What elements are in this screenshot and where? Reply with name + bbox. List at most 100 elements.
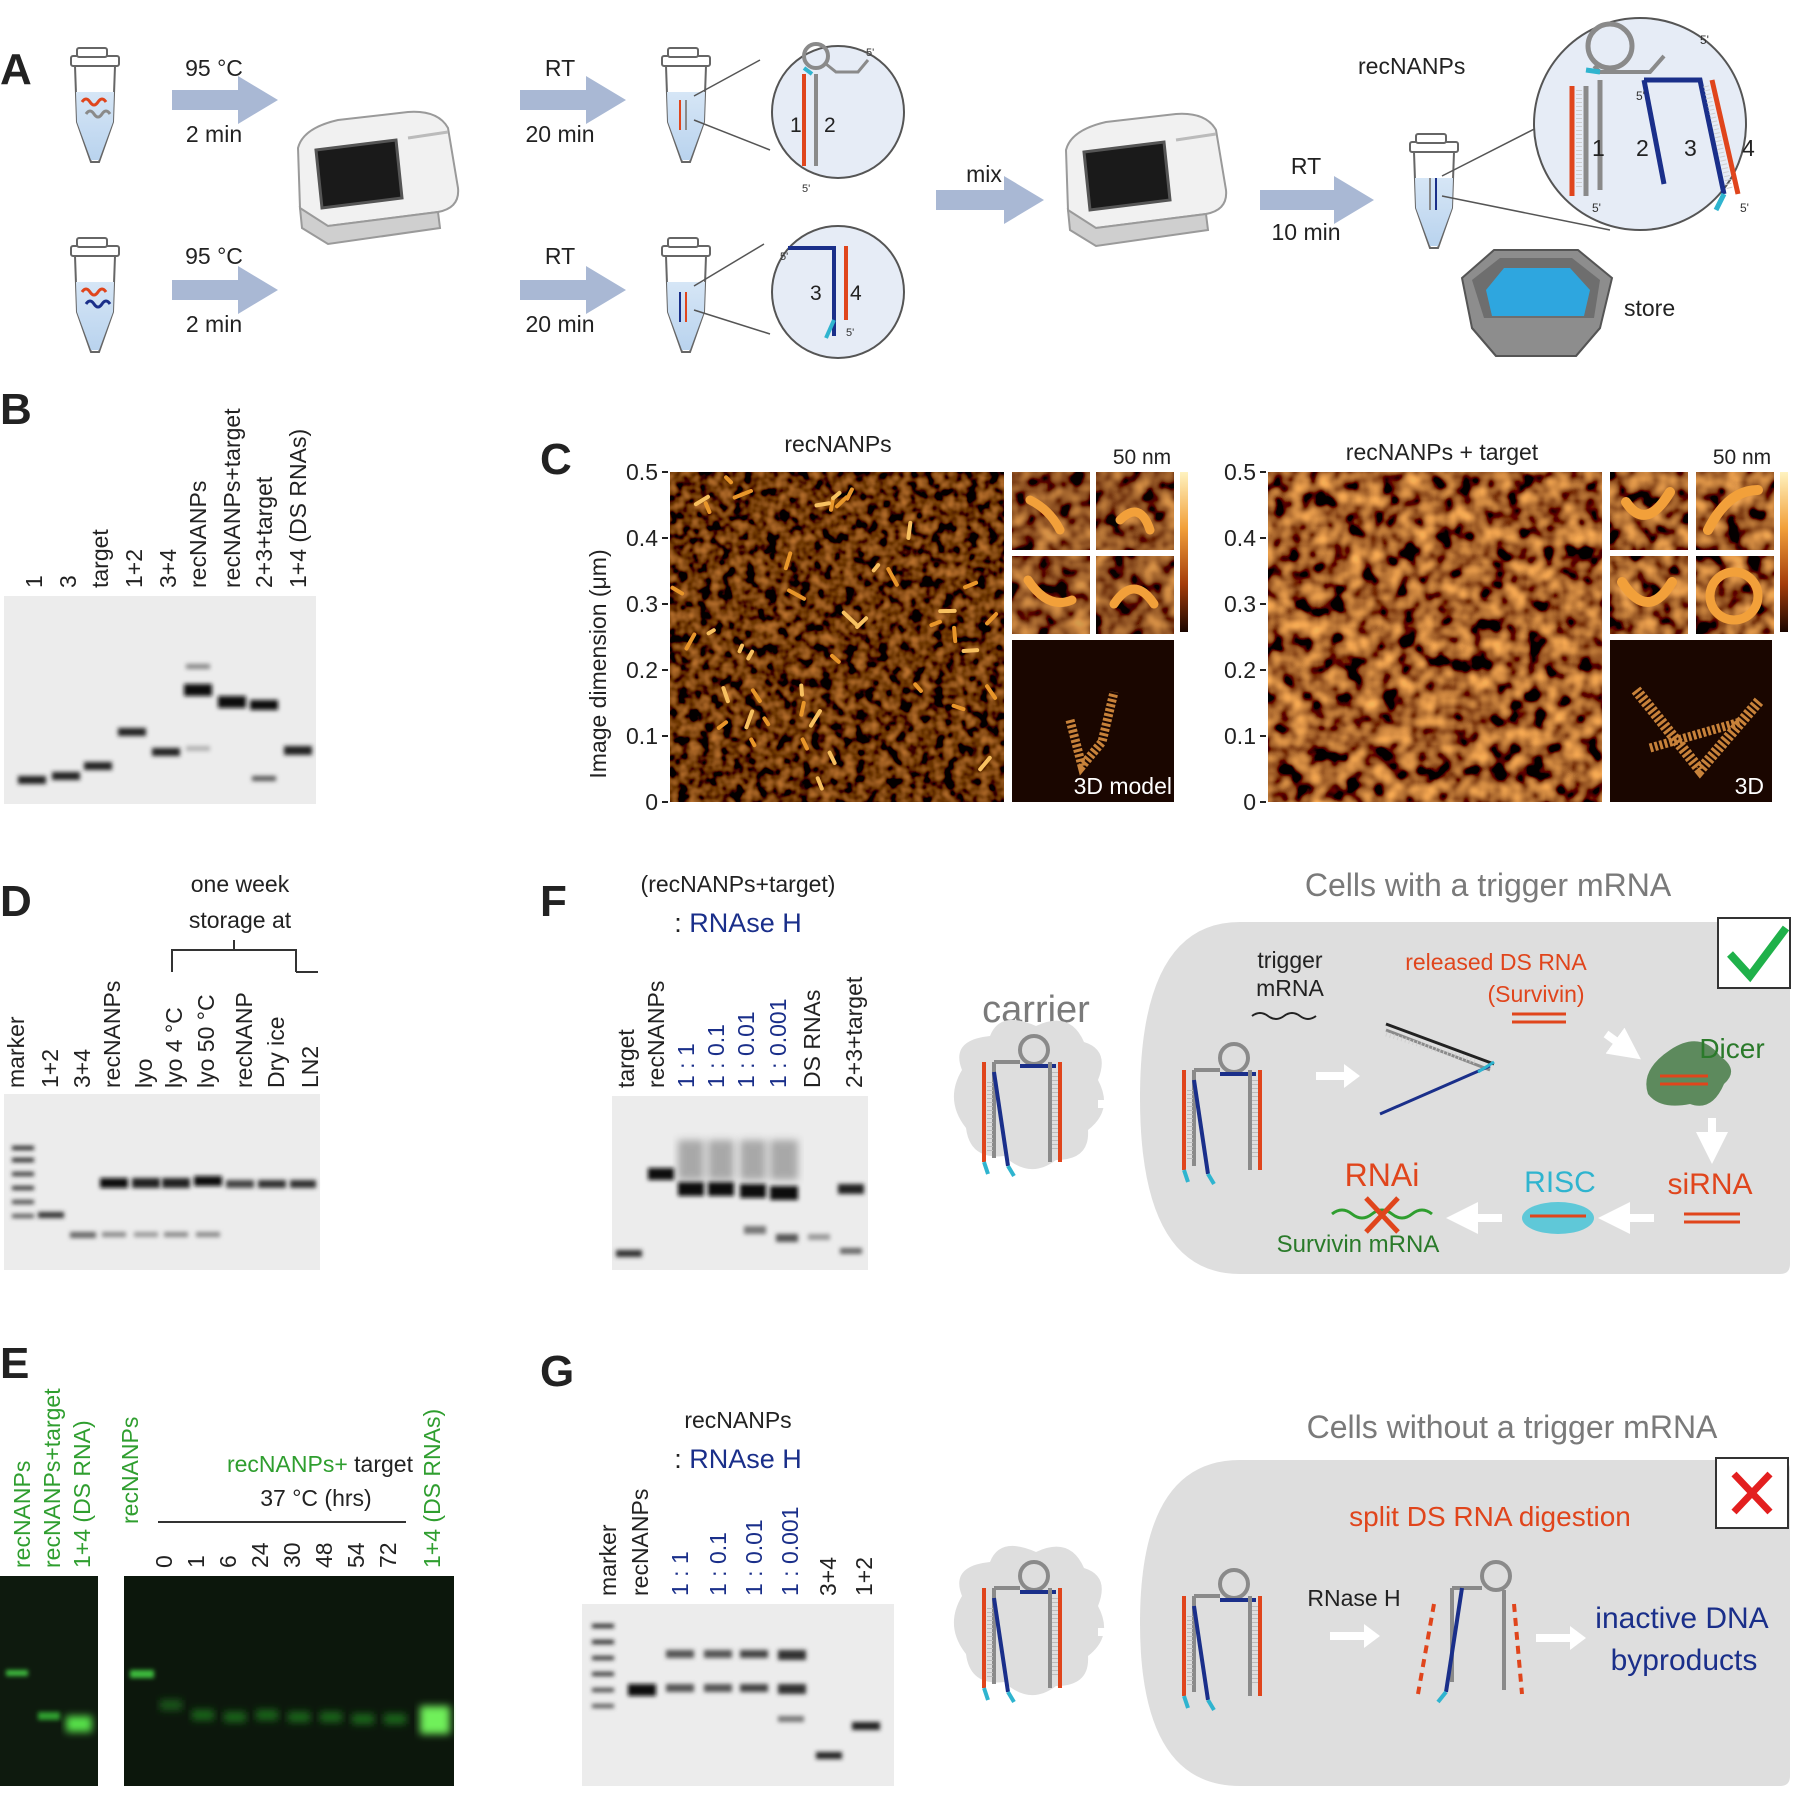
svg-text:1: 1 bbox=[1592, 135, 1605, 161]
afm-particles-left bbox=[670, 475, 999, 791]
svg-text:4: 4 bbox=[1742, 135, 1755, 161]
gel-image bbox=[612, 1096, 868, 1270]
time-label: 54 bbox=[343, 1542, 369, 1568]
trigger-mrna-icon bbox=[1251, 1012, 1317, 1020]
gel-image-left bbox=[0, 1576, 98, 1786]
lane-label: marker bbox=[3, 1016, 29, 1088]
lane-label: 1+4 (DS RNAs) bbox=[285, 429, 311, 588]
risc-icon bbox=[1522, 1202, 1594, 1234]
svg-text:storage at: storage at bbox=[189, 907, 292, 933]
afm-particle bbox=[706, 628, 716, 636]
lane-label: 1+4 (DS RNA) bbox=[69, 1420, 95, 1568]
afm-particle bbox=[800, 737, 809, 751]
panel-e-header: recNANPs+ target bbox=[227, 1451, 414, 1477]
lane-label: lyo 50 °C bbox=[193, 994, 219, 1088]
afm-particle bbox=[787, 588, 807, 601]
lane-label: 1 : 1 bbox=[673, 1043, 699, 1088]
gel-bands bbox=[18, 664, 312, 784]
afm-particle bbox=[830, 653, 841, 664]
svg-text:3: 3 bbox=[1684, 135, 1697, 161]
afm-particle bbox=[978, 755, 992, 772]
afm-3d-model-right bbox=[1610, 640, 1772, 802]
svg-text:mix: mix bbox=[966, 161, 1002, 187]
gel-image-right bbox=[124, 1576, 454, 1786]
lane-label: LN2 bbox=[297, 1046, 323, 1088]
afm-particle bbox=[985, 612, 999, 626]
lane-label: 1 : 0.01 bbox=[741, 1519, 767, 1596]
cell-membrane-top bbox=[1140, 922, 1790, 1274]
panel-label-a: A bbox=[0, 45, 32, 94]
lane-label: 1+2 bbox=[37, 1049, 63, 1088]
panel-label-f: F bbox=[540, 877, 567, 926]
afm-particle bbox=[721, 686, 730, 704]
arrow-rt-1: RT 20 min bbox=[520, 55, 626, 147]
lane-label: 1 : 0.01 bbox=[733, 1011, 759, 1088]
survivin-mrna-icon bbox=[1331, 1208, 1433, 1220]
svg-text:2 min: 2 min bbox=[186, 311, 242, 337]
afm-particle bbox=[799, 700, 806, 717]
y-tick-label: 0.3 bbox=[626, 591, 658, 617]
lane-label: recNANPs bbox=[99, 981, 125, 1088]
time-label: 72 bbox=[375, 1542, 401, 1568]
cells-without-trigger-scheme: Cells without a trigger mRNA split DS RN… bbox=[953, 1409, 1790, 1786]
svg-text:1+4 (DS RNAs): 1+4 (DS RNAs) bbox=[419, 1409, 445, 1568]
svg-text:10 min: 10 min bbox=[1271, 219, 1340, 245]
store-label: store bbox=[1624, 295, 1675, 321]
svg-text:37 °C (hrs): 37 °C (hrs) bbox=[260, 1485, 371, 1511]
svg-text:RT: RT bbox=[545, 55, 575, 81]
time-label: 30 bbox=[279, 1542, 305, 1568]
afm-particle bbox=[732, 488, 753, 500]
svg-text:95 °C: 95 °C bbox=[185, 55, 243, 81]
afm-particle bbox=[913, 682, 923, 693]
panel-label-c: C bbox=[540, 435, 572, 484]
gel-bands bbox=[6, 1670, 450, 1734]
lane-label: 3+4 bbox=[155, 549, 181, 588]
svg-text:2 min: 2 min bbox=[186, 121, 242, 147]
afm-particle bbox=[952, 625, 958, 644]
svg-text:(recNANPs+target): (recNANPs+target) bbox=[641, 871, 836, 897]
afm-particle bbox=[951, 703, 966, 712]
svg-text:3D: 3D bbox=[1735, 773, 1764, 799]
svg-text:one week: one week bbox=[191, 871, 290, 897]
digested-construct-icon bbox=[1416, 1560, 1524, 1704]
lane-label: 1 : 0.001 bbox=[765, 998, 791, 1088]
lane-label: 1 bbox=[21, 575, 47, 588]
afm-title-left: recNANPs bbox=[784, 431, 891, 457]
y-tick-label: 0.3 bbox=[1224, 591, 1256, 617]
afm-y-axis-label: Image dimension (μm) bbox=[585, 549, 611, 778]
tube-recnanps bbox=[1409, 133, 1459, 249]
zoom-recnanp: 1 2 3 4 5' 5' 5' 5' bbox=[1441, 17, 1755, 231]
cell-membrane-bottom bbox=[1140, 1460, 1790, 1786]
afm-particle bbox=[814, 501, 831, 508]
y-tick-label: 0.1 bbox=[1224, 723, 1256, 749]
svg-text:recNANPs: recNANPs bbox=[684, 1407, 791, 1433]
cells-top-title: Cells with a trigger mRNA bbox=[1305, 867, 1672, 903]
lane-label: DS RNAs bbox=[799, 990, 825, 1088]
panel-label-d: D bbox=[0, 877, 32, 926]
carrier-cloud-icon bbox=[953, 1019, 1105, 1170]
afm-particle bbox=[799, 683, 805, 697]
lane-label: 1 : 0.001 bbox=[777, 1506, 803, 1596]
lane-label: 2+3+target bbox=[841, 976, 867, 1088]
svg-text:trigger: trigger bbox=[1257, 947, 1323, 973]
svg-text:5': 5' bbox=[780, 251, 788, 263]
lane-label: 1+2 bbox=[851, 1557, 877, 1596]
afm-particle bbox=[783, 551, 793, 571]
svg-text:95 °C: 95 °C bbox=[185, 243, 243, 269]
afm-particle bbox=[886, 567, 899, 587]
afm-particle bbox=[961, 648, 980, 653]
lane-label: Dry ice bbox=[263, 1016, 289, 1088]
y-tick-label: 0.2 bbox=[626, 657, 658, 683]
svg-text:Survivin mRNA: Survivin mRNA bbox=[1277, 1231, 1440, 1258]
lane-label: 3 bbox=[55, 575, 81, 588]
gel-bands bbox=[12, 1146, 316, 1238]
arrow-heat-2: 95 °C 2 min bbox=[172, 243, 278, 337]
afm-particle bbox=[724, 475, 734, 485]
